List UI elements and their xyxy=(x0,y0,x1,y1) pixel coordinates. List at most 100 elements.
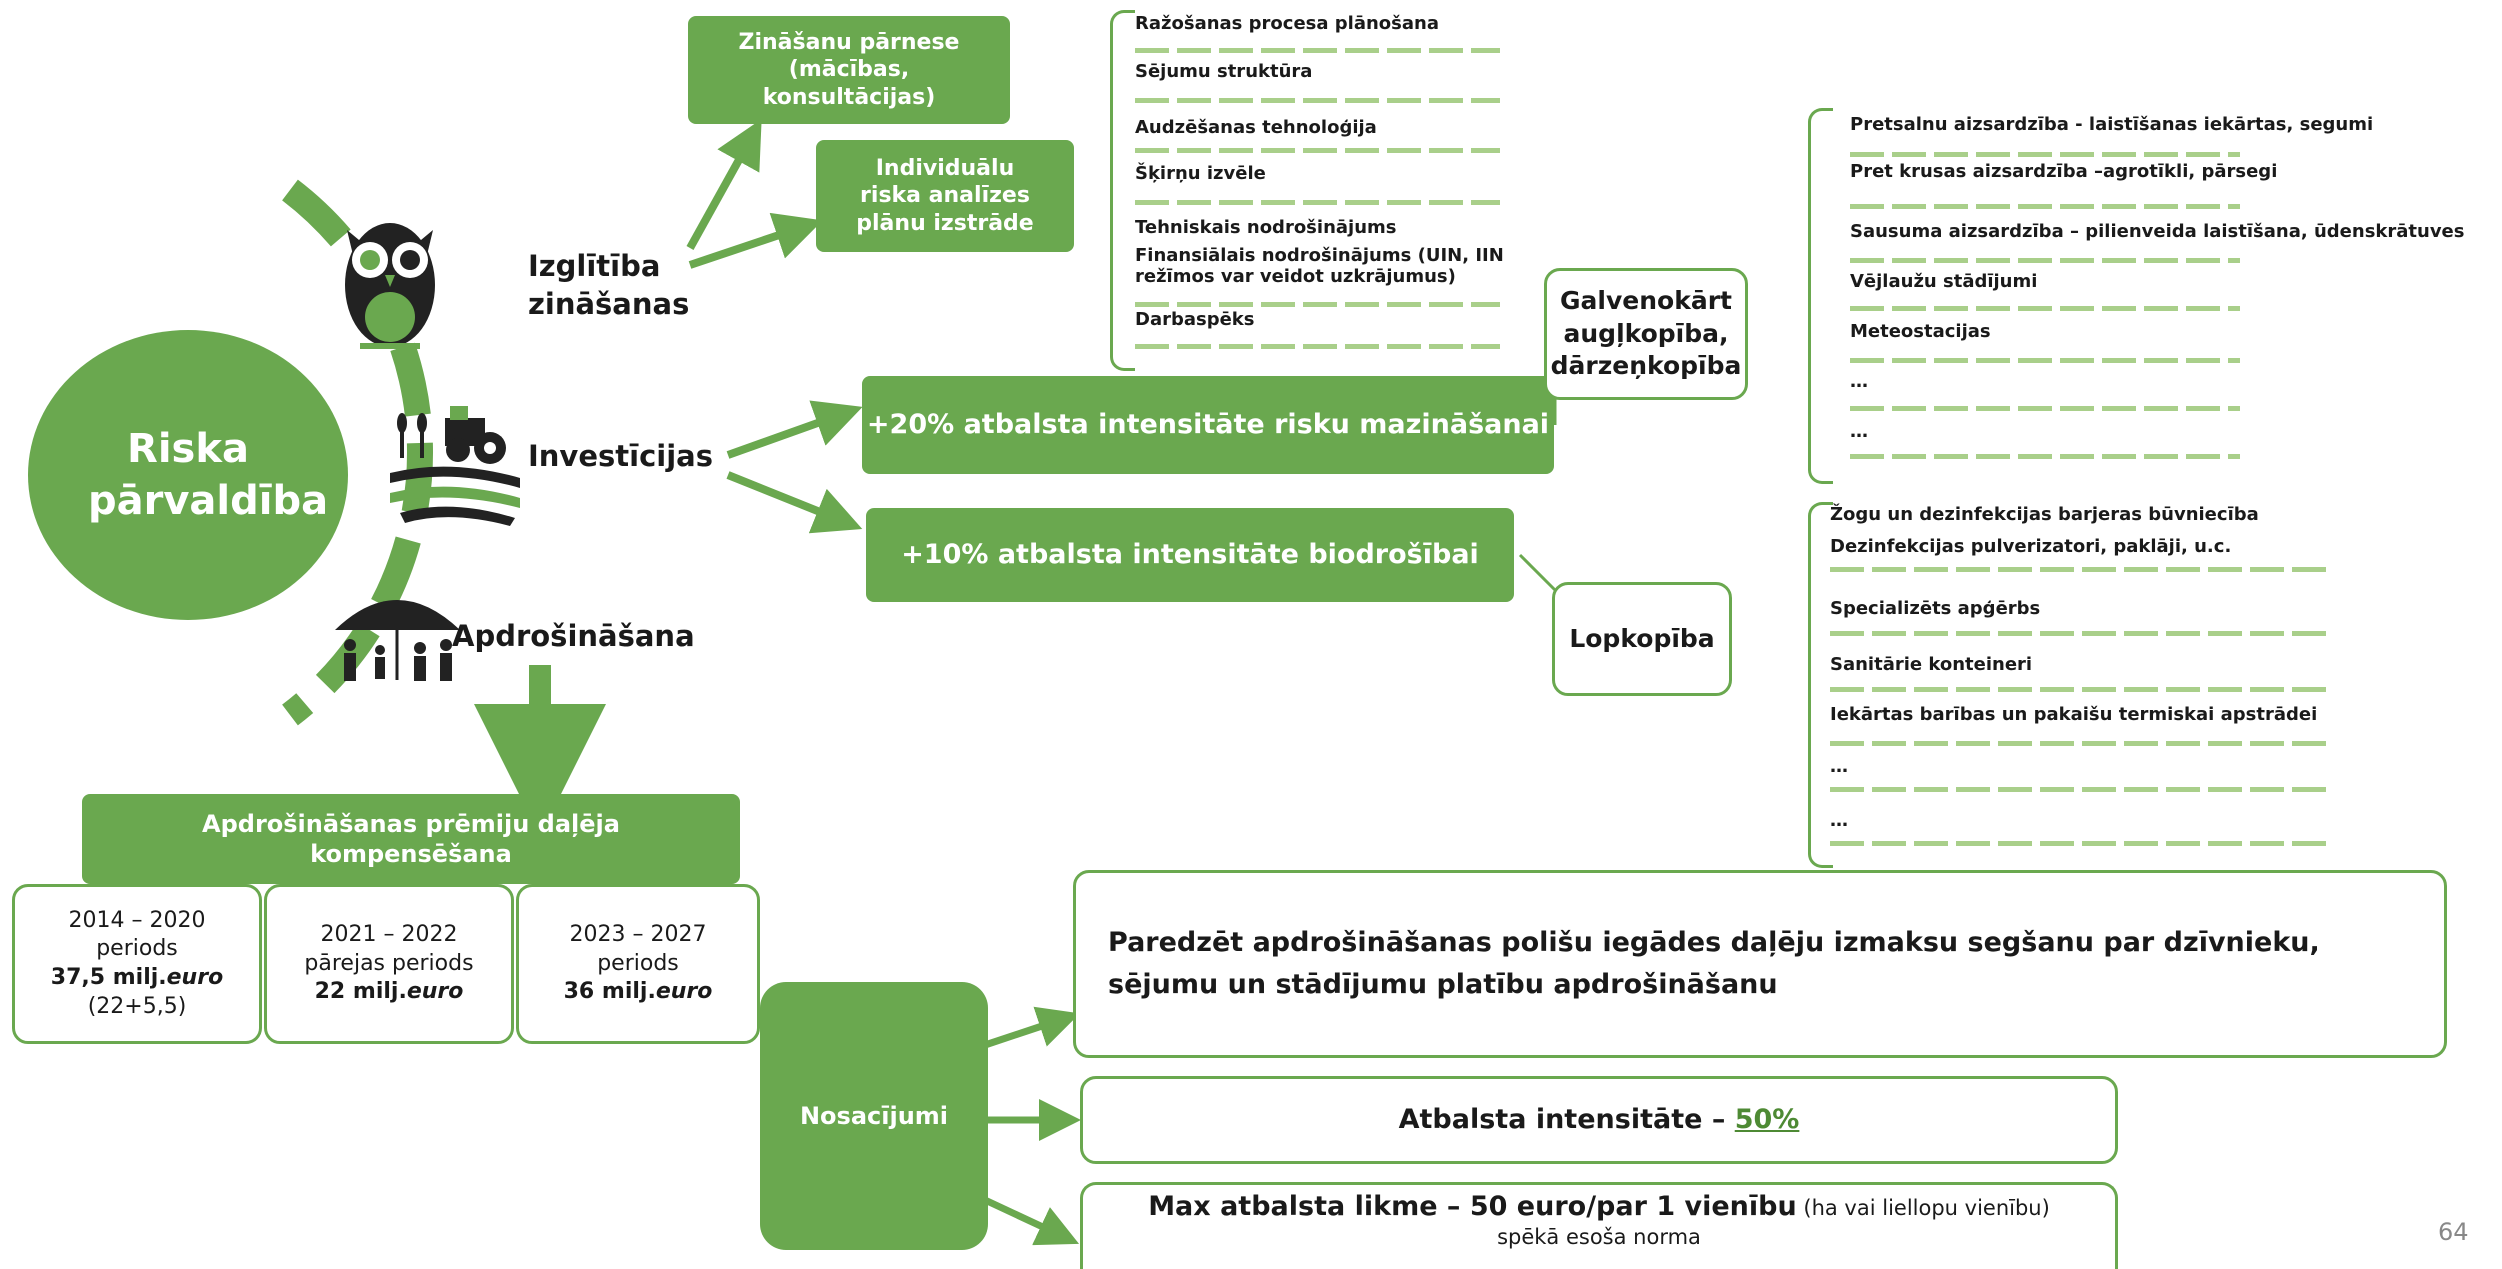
divider xyxy=(1830,687,2330,692)
arrow-to-risk-reduction xyxy=(726,400,863,459)
compensation-title-box: Apdrošināšanas prēmiju daļēja kompensēša… xyxy=(82,794,740,884)
list-item: Iekārtas barības un pakaišu termiskai ap… xyxy=(1830,704,2318,725)
education-list: Ražošanas procesa plānošana Sējumu struk… xyxy=(1135,10,1515,370)
period-label: pārejas periods xyxy=(304,950,474,976)
period-box-2023: 2023 – 2027 periods 36 milj.euro xyxy=(516,884,760,1044)
condition-3-box: Max atbalsta likme – 50 euro/par 1 vienī… xyxy=(1080,1182,2118,1269)
list-item: … xyxy=(1830,756,1848,777)
condition-1-text: Paredzēt apdrošināšanas polišu iegādes d… xyxy=(1108,927,2320,1000)
umbrella-family-icon xyxy=(330,580,465,690)
list-item: Audzēšanas tehnoloģija xyxy=(1135,117,1377,138)
list-item: … xyxy=(1850,421,1868,442)
list-item: Sējumu struktūra xyxy=(1135,61,1313,82)
divider xyxy=(1850,406,2240,411)
branch-education: Izglītība zināšanas xyxy=(528,249,690,321)
knowledge-transfer-box: Zināšanu pārnese (mācības, konsultācijas… xyxy=(688,16,1010,124)
period-amount: 22 milj.euro xyxy=(314,979,464,1005)
conditions-label: Nosacījumi xyxy=(799,1102,949,1130)
period-amount: 36 milj.euro xyxy=(563,979,713,1005)
condition-3-main: Max atbalsta likme – 50 euro/par 1 vienī… xyxy=(1148,1191,2050,1222)
list-item: … xyxy=(1850,371,1868,392)
arrow-to-knowledge-transfer xyxy=(686,119,762,250)
list-item: Šķirņu izvēle xyxy=(1135,163,1266,184)
compensation-title: Apdrošināšanas prēmiju daļēja kompensēša… xyxy=(202,810,620,868)
livestock-box: Lopkopība xyxy=(1552,582,1732,696)
list-item: Pret krusas aizsardzība –agrotīkli, pārs… xyxy=(1850,161,2278,182)
list-item: Ražošanas procesa plānošana xyxy=(1135,13,1439,34)
divider xyxy=(1850,454,2240,459)
conditions-box: Nosacījumi xyxy=(760,982,988,1250)
list-item: … xyxy=(1830,810,1848,831)
arrow-to-risk-analysis xyxy=(688,212,823,269)
arrow-to-biosecurity xyxy=(726,471,863,534)
list-item: Sanitārie konteineri xyxy=(1830,654,2033,675)
arrow-to-condition-1 xyxy=(983,1006,1080,1049)
condition-2-text: Atbalsta intensitāte – 50% xyxy=(1398,1104,1800,1136)
divider xyxy=(1135,344,1500,349)
education-bracket xyxy=(1110,10,1135,371)
period-extra: (22+5,5) xyxy=(87,993,187,1019)
risk-analysis-box: Individuālu riska analīzes plānu izstrād… xyxy=(816,140,1074,252)
livestock-label: Lopkopība xyxy=(1569,623,1715,653)
list-item: Finansiālais nodrošinājums (UIN, IIN rež… xyxy=(1135,245,1504,287)
divider xyxy=(1830,787,2330,792)
divider xyxy=(1850,258,2240,263)
condition-1-box: Paredzēt apdrošināšanas polišu iegādes d… xyxy=(1073,870,2447,1058)
period-years: 2014 – 2020 xyxy=(68,907,206,933)
list-item: Vējlaužu stādījumi xyxy=(1850,271,2038,292)
biosecurity-label: +10% atbalsta intensitāte biodrošībai xyxy=(901,539,1479,571)
list-item: Sausuma aizsardzība – pilienveida laistī… xyxy=(1850,221,2465,242)
center-title: Riska pārvaldība xyxy=(88,426,329,524)
divider xyxy=(1850,204,2240,209)
list-item: Žogu un dezinfekcijas barjeras būvniecīb… xyxy=(1830,504,2259,525)
condition-2-box: Atbalsta intensitāte – 50% xyxy=(1080,1076,2118,1164)
dashed-arc xyxy=(282,179,433,726)
divider xyxy=(1135,200,1500,205)
biosecurity-box: +10% atbalsta intensitāte biodrošībai xyxy=(866,508,1514,602)
divider xyxy=(1850,306,2240,311)
owl-icon xyxy=(335,205,445,355)
horticulture-box: Galvenokārt augļkopība, dārzeņkopība xyxy=(1544,268,1748,400)
list-item: Meteostacijas xyxy=(1850,321,1991,342)
condition-3-sub: spēkā esoša norma xyxy=(1497,1225,1701,1250)
branch-investments: Investīcijas xyxy=(528,439,713,473)
period-years: 2021 – 2022 xyxy=(320,922,458,948)
risk-reduction-box: +20% atbalsta intensitāte risku mazināša… xyxy=(862,376,1554,474)
period-box-2014: 2014 – 2020 periods 37,5 milj.euro (22+5… xyxy=(12,884,262,1044)
divider xyxy=(1830,631,2330,636)
livestock-bracket xyxy=(1808,502,1833,868)
list-item: Darbaspēks xyxy=(1135,309,1255,330)
divider xyxy=(1135,98,1500,103)
condition-2-value: 50% xyxy=(1734,1104,1800,1136)
divider xyxy=(1830,841,2330,846)
divider xyxy=(1135,302,1500,307)
risk-analysis-label: Individuālu riska analīzes plānu izstrād… xyxy=(856,155,1034,236)
period-label: periods xyxy=(597,950,679,976)
list-item: Dezinfekcijas pulverizatori, paklāji, u.… xyxy=(1830,536,2232,557)
page-number: 64 xyxy=(2438,1218,2469,1246)
period-years: 2023 – 2027 xyxy=(569,922,707,948)
knowledge-transfer-label: Zināšanu pārnese (mācības, konsultācijas… xyxy=(738,29,960,110)
horticulture-bracket xyxy=(1808,108,1833,484)
horticulture-list: Pretsalnu aizsardzība - laistīšanas iekā… xyxy=(1850,110,2490,480)
arrow-to-condition-3 xyxy=(983,1196,1080,1246)
risk-reduction-label: +20% atbalsta intensitāte risku mazināša… xyxy=(866,409,1550,441)
list-item: Pretsalnu aizsardzība - laistīšanas iekā… xyxy=(1850,114,2374,135)
period-box-2021: 2021 – 2022 pārejas periods 22 milj.euro xyxy=(264,884,514,1044)
center-circle: Riska pārvaldība xyxy=(28,330,348,620)
divider xyxy=(1850,358,2240,363)
divider xyxy=(1850,152,2240,157)
horticulture-label: Galvenokārt augļkopība, dārzeņkopība xyxy=(1550,286,1742,381)
farm-tractor-icon xyxy=(390,398,525,528)
divider xyxy=(1830,741,2330,746)
list-item: Tehniskais nodrošinājums xyxy=(1135,217,1397,238)
period-amount: 37,5 milj.euro xyxy=(50,965,224,990)
divider xyxy=(1135,148,1500,153)
divider xyxy=(1135,48,1500,53)
livestock-list: Žogu un dezinfekcijas barjeras būvniecīb… xyxy=(1830,504,2470,865)
period-label: periods xyxy=(96,936,178,962)
list-item: Specializēts apģērbs xyxy=(1830,598,2041,619)
divider xyxy=(1830,567,2330,572)
branch-insurance: Apdrošināšana xyxy=(452,619,695,653)
